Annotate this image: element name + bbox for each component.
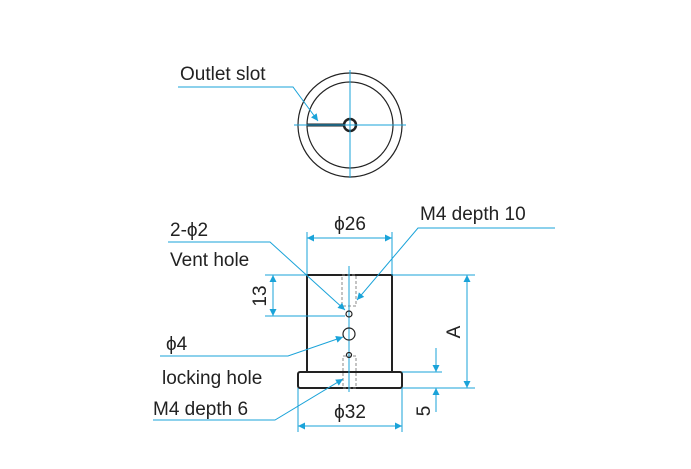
side-view xyxy=(297,266,403,392)
locking-hole-spec-label: ϕ4 xyxy=(166,334,188,355)
vent-hole-leader xyxy=(168,241,346,311)
lower-vent-hole-circle xyxy=(345,351,353,359)
dim-phi32: ϕ32 xyxy=(334,402,366,423)
locking-hole-leader xyxy=(160,335,344,357)
dim-phi26: ϕ26 xyxy=(334,214,366,235)
top-view: Outlet slot xyxy=(178,64,406,178)
dim-A: A xyxy=(444,325,465,338)
vent-hole-label: Vent hole xyxy=(170,250,249,271)
locking-hole-label: locking hole xyxy=(162,368,262,389)
vent-hole-circle xyxy=(345,310,353,318)
leaders: M4 depth 10 2-ϕ2 Vent hole ϕ4 locking ho… xyxy=(153,204,555,421)
locking-hole-circle xyxy=(342,327,356,341)
outlet-slot-leader xyxy=(178,86,319,122)
flange xyxy=(297,371,403,389)
outlet-slot-label: Outlet slot xyxy=(180,64,266,85)
m4-depth-10-leader xyxy=(356,227,555,301)
m4-depth-6-label: M4 depth 6 xyxy=(153,399,248,420)
dim-5: 5 xyxy=(414,406,435,417)
dim-13: 13 xyxy=(250,285,271,306)
m4-depth-10-label: M4 depth 10 xyxy=(420,204,526,225)
m4-depth-6-leader xyxy=(153,378,344,421)
dimensions: ϕ26 13 A 5 ϕ32 xyxy=(250,214,475,432)
vent-hole-spec-label: 2-ϕ2 xyxy=(170,220,208,241)
